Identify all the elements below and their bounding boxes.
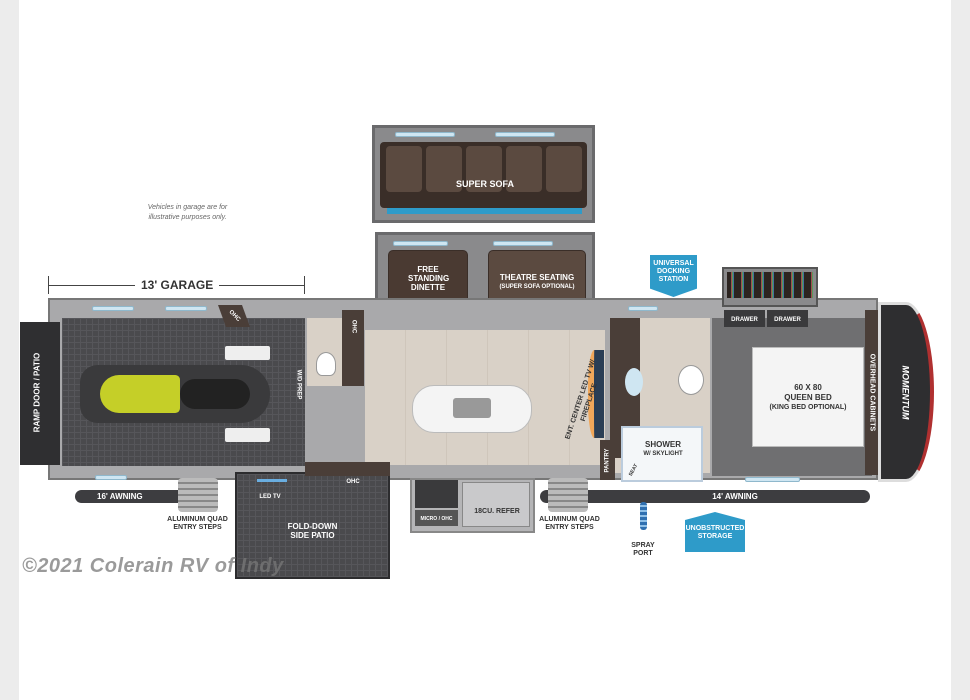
shower: SHOWER w/ SKYLIGHT SEAT [621,426,703,482]
patio-label: FOLD-DOWN SIDE PATIO [287,522,338,540]
spray-port-label: SPRAY PORT [631,542,655,557]
awning-16-label: 16' AWNING [97,492,143,501]
dim-tick [304,276,305,294]
dinette-label: FREE STANDING DINETTE [408,265,450,292]
docking-station-label: UNIVERSAL DOCKING STATION [653,260,694,283]
overhead-cabinets-label: OVERHEAD CABINETS [868,353,876,432]
toilet-icon [678,365,704,395]
shower-label: SHOWER [645,440,681,449]
ohc-cabinet [342,310,364,386]
drawer-cabinet [722,267,818,307]
bed-size-label: 60 x 80 [794,383,822,392]
overhead-cabinets [865,310,880,475]
pantry-label: PANTRY [604,448,611,473]
entry-steps-front [548,478,588,512]
wd-prep-label: W/D PREP [295,369,302,400]
sink-icon [453,398,491,418]
light [92,306,134,311]
theatre-seating-label: THEATRE SEATING [499,273,575,282]
garage-bench [225,346,270,360]
garage-dimension-label: 13' GARAGE [135,278,220,292]
awning-14-label: 14' AWNING [712,492,758,501]
seat-label: SEAT [627,463,640,478]
vehicle-jetski [80,365,270,423]
steps-label: ALUMINUM QUAD ENTRY STEPS [167,516,228,531]
storage-label: UNOBSTRUCTED STORAGE [685,525,745,540]
ohc-label: OHC [346,479,360,485]
storage-badge: UNOBSTRUCTED STORAGE [685,512,745,552]
led-tv-label: LED TV [259,494,281,500]
awning-14: 14' AWNING [540,490,870,503]
drawer-label: DRAWER [774,317,801,323]
brand-logo: MOMENTUM [900,365,911,420]
ramp-door-label: RAMP DOOR / PATIO [32,352,42,433]
lav-sink-icon [625,368,643,396]
refrigerator: 18CU. REFER [462,482,530,527]
bed-sub-label: (KING BED OPTIONAL) [769,404,847,411]
light [395,132,455,137]
watermark: ©2021 Colerain RV of Indy [22,555,284,577]
light [495,132,555,137]
toilet-icon [316,352,336,376]
shower-sub-label: w/ SKYLIGHT [643,451,683,457]
theatre-seating-sub: (SUPER SOFA OPTIONAL) [499,284,575,290]
entertainment-center[interactable] [588,350,604,438]
led-tv [257,479,287,482]
patio-ohc [305,462,390,476]
front-cap [878,302,934,482]
ramp-door[interactable] [20,322,60,465]
bookshelf [727,272,813,298]
garage-note: Vehicles in garage are for illustrative … [147,204,228,221]
micro-label: MICRO / OHC [420,516,453,522]
super-sofa-label: SUPER SOFA [455,179,514,189]
garage-bench [225,428,270,442]
kitchen-island [412,385,532,433]
spray-port-hose [640,502,647,530]
left-margin [0,0,19,700]
ohc-label: OHC [350,319,357,334]
queen-bed: 60 x 80 QUEEN BED (KING BED OPTIONAL) [752,347,864,447]
drawer-label: DRAWER [731,317,758,323]
refer-label: 18CU. REFER [474,508,520,515]
pantry[interactable] [600,440,615,480]
right-margin [951,0,970,700]
fold-down-patio[interactable] [235,472,390,579]
drawer[interactable]: DRAWER [767,310,808,327]
microwave: MICRO / OHC [415,510,458,526]
dim-tick [48,276,49,294]
led-strip [387,208,582,214]
docking-station-badge: UNIVERSAL DOCKING STATION [650,255,697,297]
drawer[interactable]: DRAWER [724,310,765,327]
steps-label: ALUMINUM QUAD ENTRY STEPS [539,516,600,531]
entry-steps-rear [178,478,218,512]
super-sofa-slideout: SUPER SOFA [372,125,595,223]
bed-label: QUEEN BED [784,393,832,402]
range-icon [415,480,458,508]
